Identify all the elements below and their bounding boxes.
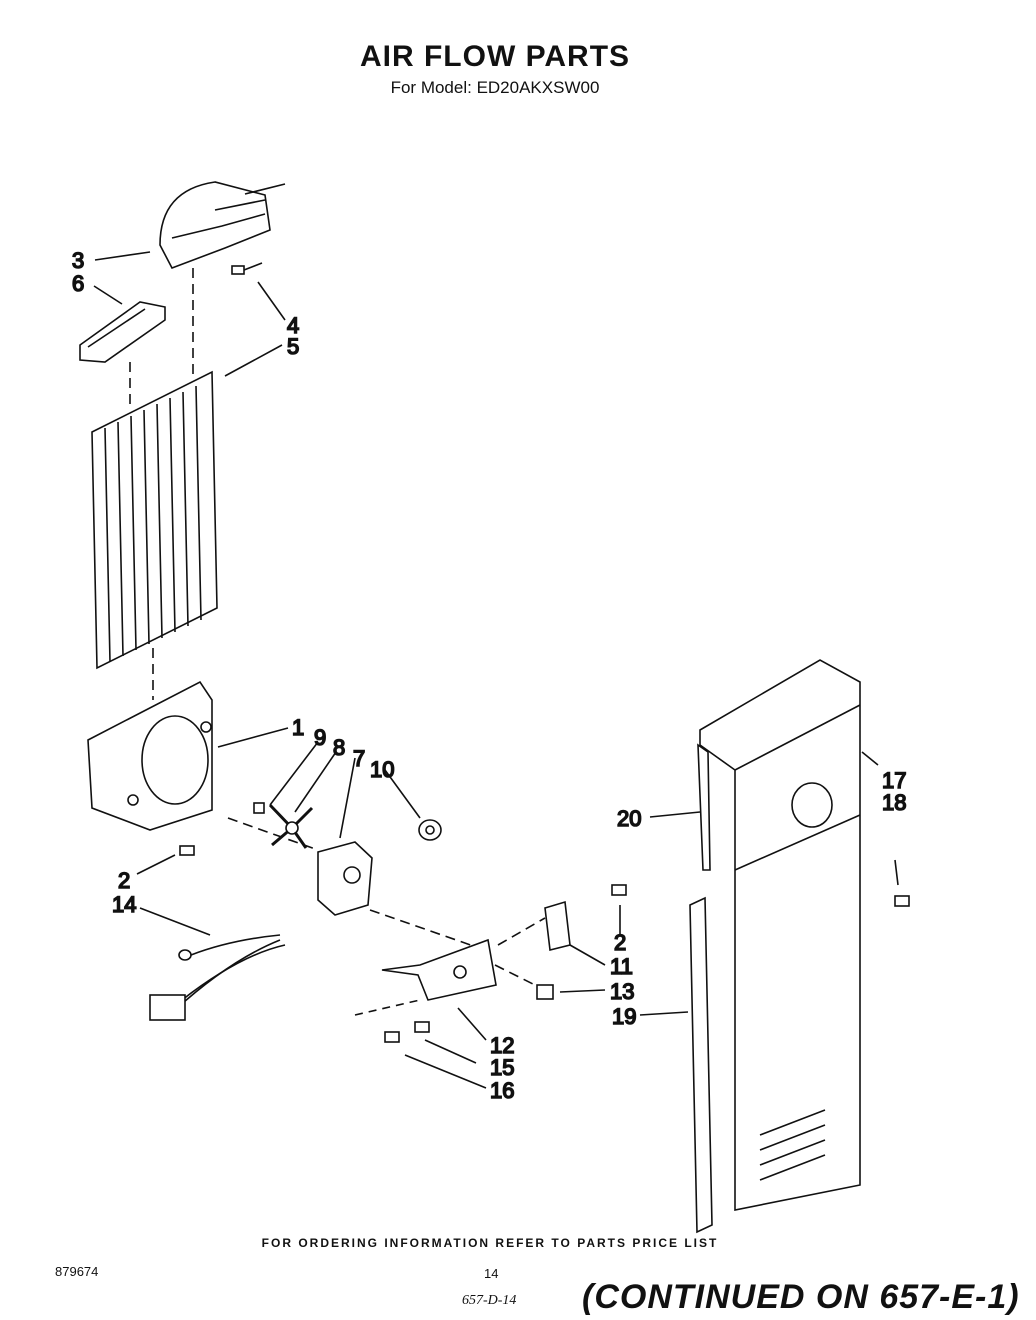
callout-19: 19: [612, 1004, 636, 1029]
screw-part-4: [231, 262, 263, 275]
callout-3: 3: [72, 248, 84, 273]
callout-20: 20: [617, 806, 641, 831]
callout-9: 9: [314, 725, 326, 750]
page-title: AIR FLOW PARTS: [359, 40, 631, 73]
motor-bracket-part: [381, 938, 497, 1001]
clip-part-11: [544, 900, 571, 951]
continued-note: (CONTINUED ON 657-E-1): [582, 1278, 1020, 1316]
strip-part-20: [697, 743, 711, 871]
callout-11: 11: [610, 954, 633, 979]
screw-part-2: [179, 845, 195, 856]
grommet-part-10: [418, 819, 442, 841]
evaporator-cover-part: [91, 370, 218, 670]
ordering-note: FOR ORDERING INFORMATION REFER TO PARTS …: [261, 1236, 719, 1250]
screw-part-18: [894, 895, 910, 907]
callout-5: 5: [287, 334, 299, 359]
fan-blade-part: [268, 803, 314, 849]
doc-number: 879674: [55, 1264, 99, 1279]
callout-18: 18: [882, 790, 906, 815]
callout-16: 16: [490, 1078, 514, 1103]
callout-8: 8: [333, 735, 345, 760]
screw-part-15: [414, 1021, 430, 1033]
block-part-13: [536, 984, 554, 1000]
callout-10: 10: [370, 757, 394, 782]
callout-17: 17: [882, 768, 906, 793]
screw-part-2b: [611, 884, 627, 896]
callout-1: 1: [292, 715, 304, 740]
wire-harness-part: [149, 934, 286, 1021]
callout-7: 7: [353, 746, 365, 771]
screw-part-16: [384, 1031, 400, 1043]
callout-2b: 2: [614, 930, 626, 955]
callout-13: 13: [610, 979, 634, 1004]
model-line: For Model: ED20AKXSW00: [390, 78, 600, 97]
air-duct-part: [159, 181, 286, 269]
gasket-part-19: [689, 896, 713, 1234]
rear-panel-part: [699, 659, 861, 1211]
callout-12: 12: [490, 1033, 514, 1058]
handwritten-ref: 657-D-14: [462, 1293, 517, 1308]
callout-15: 15: [490, 1055, 514, 1080]
fan-shroud-part: [87, 680, 213, 831]
fan-motor-part: [317, 841, 373, 916]
page-number: 14: [484, 1266, 499, 1281]
callout-6: 6: [72, 271, 84, 296]
nut-part-9: [253, 802, 265, 814]
callout-2: 2: [118, 868, 130, 893]
callout-14: 14: [112, 892, 136, 917]
bracket-part-6: [79, 301, 166, 363]
callout-4: 4: [287, 313, 299, 338]
